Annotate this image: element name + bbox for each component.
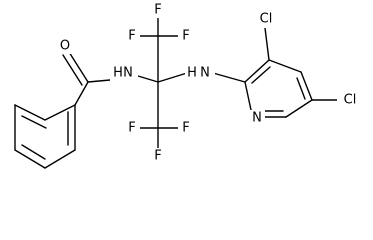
atom-F-lower-left: F <box>128 121 135 136</box>
bond-C3-Cl <box>264 27 270 61</box>
atom-N-pyridine: N <box>252 111 262 126</box>
atom-F-upper-left: F <box>128 29 135 44</box>
atom-H-amine: H <box>187 66 197 81</box>
bond-benzene-2 <box>14 104 46 121</box>
bond-pyr-inner-2 <box>296 77 306 100</box>
atom-F-lower-bottom: F <box>154 149 161 164</box>
bond-pyr-N-C2 <box>244 81 252 111</box>
bond-pyr-C3-C4 <box>268 59 302 73</box>
atom-N-amine: N <box>200 66 210 81</box>
bond-carbonyl-O-2 <box>62 54 83 86</box>
atom-Cl-5: Cl <box>344 93 357 108</box>
bond-layer <box>14 14 341 169</box>
atom-N-amide: N <box>123 66 133 81</box>
bond-benzene-1 <box>44 104 76 121</box>
bond-ring-carbonyl <box>74 81 89 106</box>
bond-pyr-inner-1 <box>251 66 271 84</box>
bond-NH-pyridine <box>212 72 246 83</box>
bond-benzene-inner-1 <box>21 115 47 129</box>
bond-benzene-5 <box>44 149 76 169</box>
bond-carbonyl-N <box>87 79 111 83</box>
atom-O: O <box>60 39 70 54</box>
molecule-drawing: O N H H N N Cl Cl F F F F F F <box>14 2 363 169</box>
atom-F-upper-top: F <box>154 3 161 18</box>
atom-label-layer: O N H H N N Cl Cl F F F F F F <box>57 2 363 164</box>
bond-pyr-C5-C6 <box>285 99 313 118</box>
bond-pyr-C2-C3 <box>244 59 270 83</box>
bond-carbonyl-O-1 <box>68 51 89 83</box>
atom-H-amide: H <box>113 66 123 81</box>
bond-central-NH <box>157 72 188 83</box>
atom-Cl-3: Cl <box>260 12 273 27</box>
atom-F-lower-right: F <box>182 121 189 136</box>
structure-canvas: O N H H N N Cl Cl F F F F F F <box>14 2 363 169</box>
bond-pyr-C4-C5 <box>300 71 313 101</box>
bond-benzene-inner-2 <box>21 144 46 160</box>
bond-benzene-4 <box>14 149 46 169</box>
atom-F-upper-right: F <box>182 29 189 44</box>
